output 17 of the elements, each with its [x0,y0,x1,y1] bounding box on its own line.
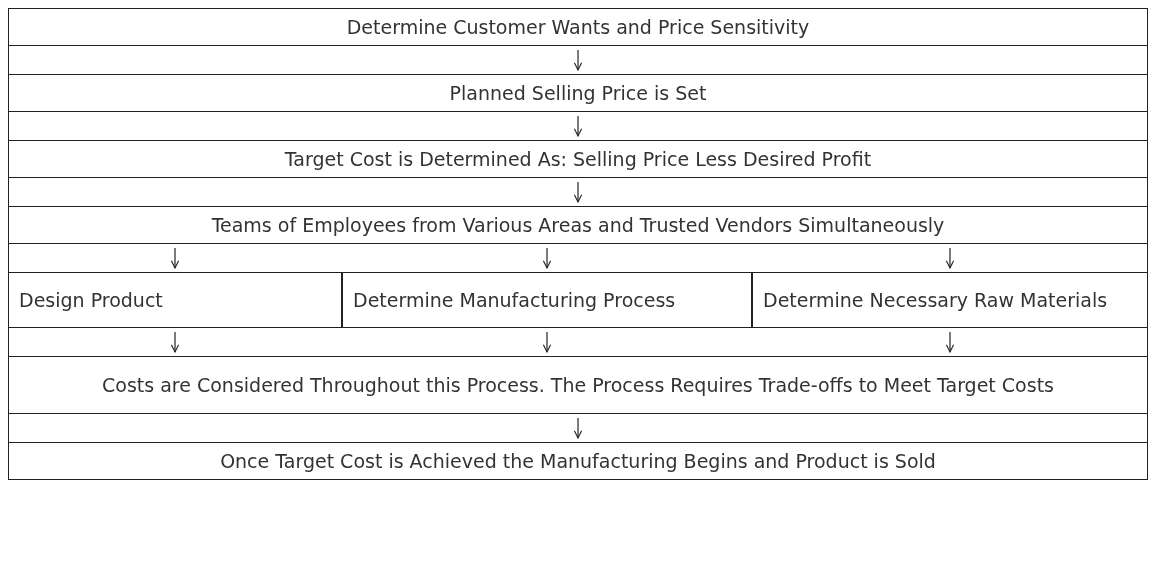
process-box: Teams of Employees from Various Areas and Trusted Vendors Simultaneously [8,206,1148,244]
process-box: Costs are Considered Throughout this Process. The Process Requires Trade-offs to Meet Target Costs [8,356,1148,414]
process-box: Determine Necessary Raw Materials [752,272,1148,328]
arrow [170,247,180,269]
arrow [542,331,552,353]
arrow [945,331,955,353]
arrow [945,247,955,269]
process-box: Determine Manufacturing Process [342,272,752,328]
arrow [573,115,583,137]
arrow [542,247,552,269]
arrow [573,49,583,71]
arrow [573,417,583,439]
process-box: Planned Selling Price is Set [8,74,1148,112]
arrow [170,331,180,353]
process-box: Design Product [8,272,342,328]
arrow [573,181,583,203]
process-box: Target Cost is Determined As: Selling Price Less Desired Profit [8,140,1148,178]
